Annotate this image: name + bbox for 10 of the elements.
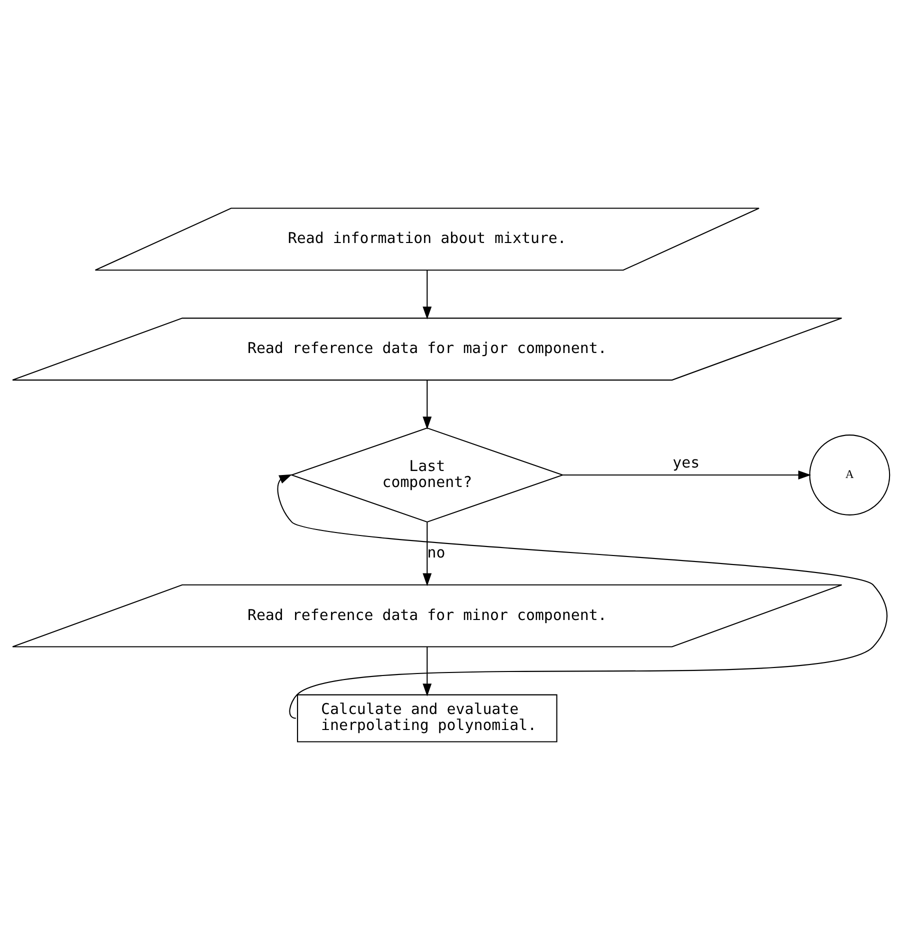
node-diamond: Last component?: [290, 428, 564, 522]
node-circle: A: [809, 434, 890, 516]
edge-label: yes: [672, 454, 700, 472]
edge-label: no: [427, 543, 446, 562]
arrow: [422, 647, 432, 696]
arrow: [562, 470, 812, 480]
arrow: [422, 522, 432, 586]
arrow: [422, 380, 432, 430]
node-box: Calculate and evaluate inerpolating polynomial.: [296, 694, 558, 742]
arrow: [422, 270, 432, 320]
